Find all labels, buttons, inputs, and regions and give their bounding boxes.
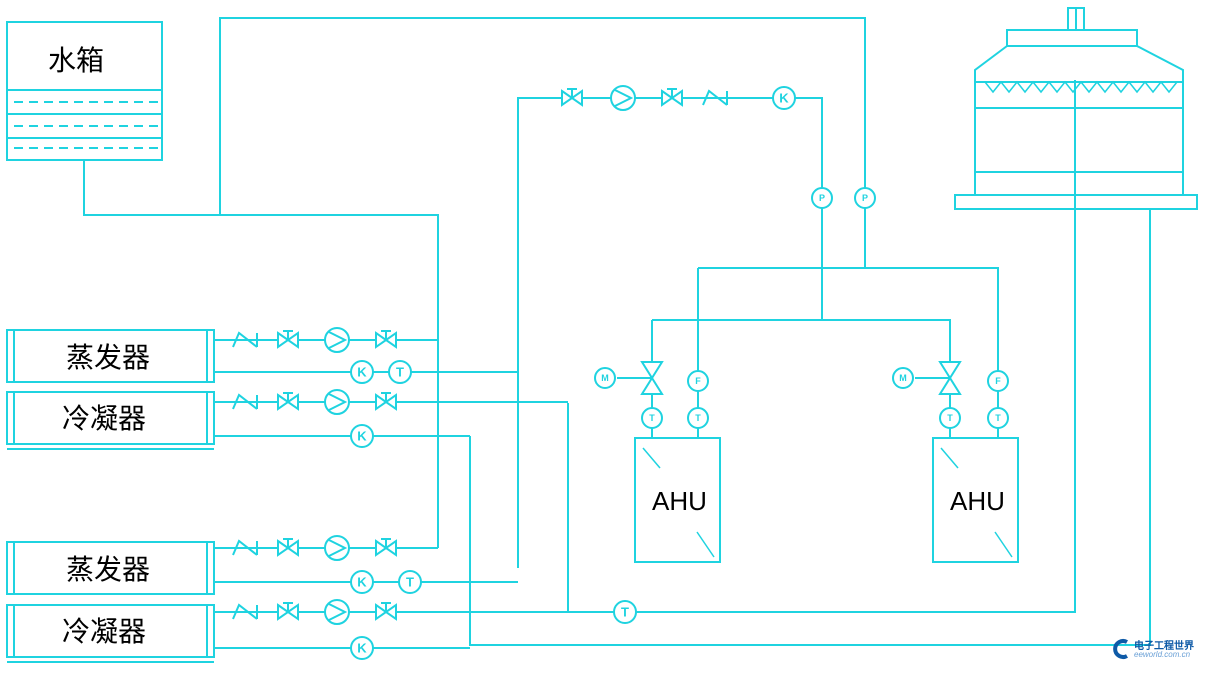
eeworld-logo-icon xyxy=(1113,639,1128,659)
svg-text:K: K xyxy=(779,91,789,106)
svg-text:K: K xyxy=(357,641,367,656)
svg-text:T: T xyxy=(947,413,953,423)
svg-text:P: P xyxy=(819,193,825,203)
watermark-title: 电子工程世界 xyxy=(1134,641,1194,652)
temperature-sensor-t1: T xyxy=(388,360,412,384)
svg-text:P: P xyxy=(862,193,868,203)
svg-text:K: K xyxy=(357,575,367,590)
svg-text:T: T xyxy=(695,413,701,423)
svg-text:F: F xyxy=(995,376,1001,386)
svg-text:T: T xyxy=(406,575,414,590)
water-tank: 水箱 xyxy=(6,21,163,161)
evaporator-1-label: 蒸发器 xyxy=(66,341,150,374)
evaporator-2-label: 蒸发器 xyxy=(66,553,150,586)
cooling-tower xyxy=(954,7,1198,210)
evaporator-2: 蒸发器 xyxy=(6,541,215,595)
motor-m1: M xyxy=(601,373,609,383)
evaporator-1: 蒸发器 xyxy=(6,329,215,383)
water-tank-label: 水箱 xyxy=(48,44,104,77)
ahu-2: M T F T AHU xyxy=(892,361,1019,563)
pressure-gauge-p1: P xyxy=(811,187,833,209)
eeworld-watermark: 电子工程世界 eeworld.com.cn xyxy=(1112,636,1204,666)
pressure-gauge-p2: P xyxy=(854,187,876,209)
watermark-url: eeworld.com.cn xyxy=(1134,650,1191,659)
main-piping xyxy=(83,17,1151,646)
svg-text:T: T xyxy=(621,605,629,620)
svg-text:T: T xyxy=(649,413,655,423)
flow-meter-k1: K xyxy=(350,360,374,384)
svg-text:K: K xyxy=(357,365,367,380)
motor-m2: M xyxy=(899,373,907,383)
flow-meter-k4: K xyxy=(350,636,374,660)
condenser-2-label: 冷凝器 xyxy=(62,615,146,648)
ahu-2-label: AHU xyxy=(950,486,1005,516)
svg-text:T: T xyxy=(995,413,1001,423)
svg-text:F: F xyxy=(695,376,701,386)
flow-meter-k3: K xyxy=(350,570,374,594)
condenser-1-label: 冷凝器 xyxy=(62,402,146,435)
ahu-1: M T F T AHU xyxy=(594,361,721,563)
svg-text:K: K xyxy=(357,429,367,444)
svg-text:T: T xyxy=(396,365,404,380)
ahu-1-label: AHU xyxy=(652,486,707,516)
condenser-2: 冷凝器 xyxy=(6,604,215,663)
flow-meter-k5: K xyxy=(772,86,796,110)
flow-meter-k2: K xyxy=(350,424,374,448)
temperature-sensor-t3: T xyxy=(613,600,637,624)
condenser-1: 冷凝器 xyxy=(6,391,215,450)
temperature-sensor-t2: T xyxy=(398,570,422,594)
